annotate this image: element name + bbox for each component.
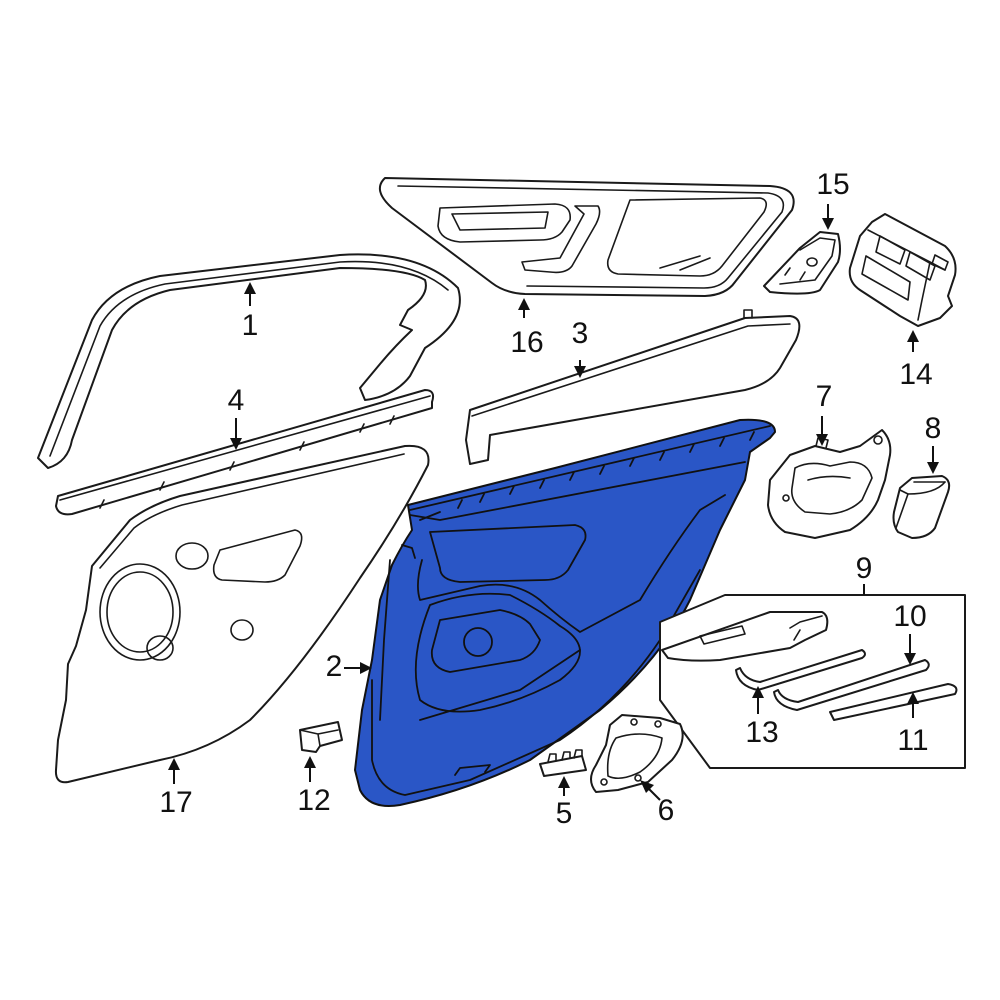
callout-9: 9 xyxy=(856,552,873,585)
callout-6: 6 xyxy=(658,794,675,827)
part-11-rod xyxy=(829,683,958,721)
callout-3: 3 xyxy=(572,317,589,350)
part-2-door-trim-panel xyxy=(354,418,776,807)
callout-4: 4 xyxy=(228,384,245,417)
leader-lines xyxy=(168,204,939,801)
part-17-water-shield xyxy=(54,444,430,784)
part-10-rod xyxy=(773,659,930,711)
part-6-speaker-housing xyxy=(590,714,684,793)
part-3-pull-strip xyxy=(465,309,801,465)
callout-15: 15 xyxy=(816,168,849,201)
callout-8: 8 xyxy=(925,412,942,445)
part-16-upper-trim xyxy=(378,177,795,297)
callout-14: 14 xyxy=(899,358,932,391)
part-1-frame-seal xyxy=(37,253,461,469)
callout-1: 1 xyxy=(242,309,259,342)
callout-7: 7 xyxy=(816,380,833,413)
part-7-inside-handle xyxy=(767,429,892,539)
callout-2: 2 xyxy=(326,650,343,683)
callout-13: 13 xyxy=(745,716,778,749)
part-13-rod xyxy=(735,649,866,691)
part-14-switch-assembly xyxy=(848,213,957,327)
callout-12: 12 xyxy=(297,784,330,817)
part-9-bracket xyxy=(661,611,829,662)
part-4-belt-strip xyxy=(55,389,435,516)
callout-10: 10 xyxy=(893,600,926,633)
part-5-clip-strip xyxy=(539,749,587,777)
part-12-clip xyxy=(299,721,343,753)
callout-17: 17 xyxy=(159,786,192,819)
callout-16: 16 xyxy=(510,326,543,359)
part-15-switch-bezel xyxy=(763,231,841,295)
callout-11: 11 xyxy=(897,724,928,757)
callout-5: 5 xyxy=(556,797,573,830)
part-8-handle-cover xyxy=(892,475,951,539)
